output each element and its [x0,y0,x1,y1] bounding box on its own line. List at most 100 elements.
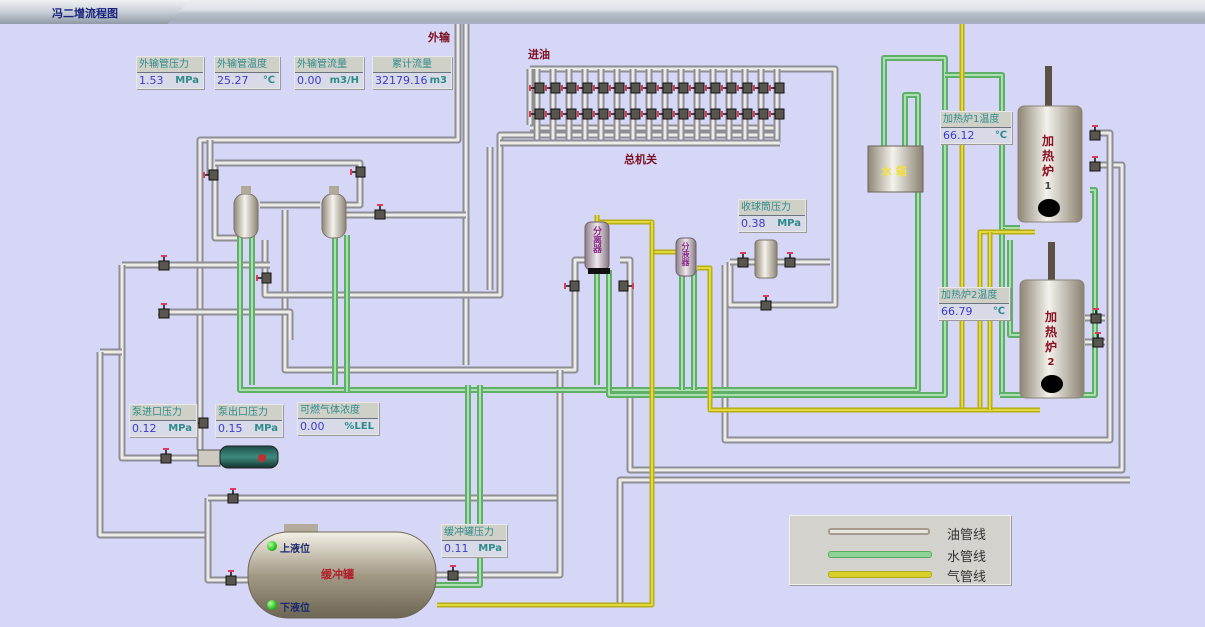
valve [1092,332,1104,348]
valve [350,166,366,178]
heater1-body [1017,105,1083,223]
valve-body [550,82,561,94]
valve-body [710,108,721,120]
valve-handle [377,204,383,206]
valve [593,108,609,120]
valve-body [566,108,577,120]
heater1-temp-value: 66.12℃ [941,128,1011,143]
valve-handle [350,169,352,175]
valve-body [774,82,785,94]
valve [609,82,625,94]
valve-handle [450,565,456,567]
gas-pipes [437,24,1040,608]
valve [753,82,769,94]
valve-handle [641,85,643,91]
valve-body [678,82,689,94]
valves [158,82,1104,586]
valve [529,108,545,120]
oil-pipe-core [98,352,208,537]
valve-body [598,108,609,120]
valve [689,108,705,120]
valve-body [598,82,609,94]
collector-pressure-label: 收球筒压力 [739,200,805,216]
valve-handle [161,303,167,305]
valve-body [447,570,459,581]
valve [561,108,577,120]
valve-body [630,108,641,120]
valve-body [208,169,219,181]
valve-body [710,82,721,94]
oil-pipe-core [206,498,250,582]
water-pipe-core [1009,240,1020,336]
valve-handle [657,111,659,117]
valve [737,108,753,120]
valve-handle [787,252,793,254]
valve [721,82,737,94]
valve-body [694,82,705,94]
buffer-tank [247,531,437,619]
oil-pipe-core [530,67,837,307]
valve [769,82,785,94]
valve-handle [529,111,531,117]
oil-pipe-core [283,210,590,372]
heater1-temp-label: 加热炉1温度 [941,112,1011,128]
valve [625,108,641,120]
valve-body [646,82,657,94]
legend-water: 水管线 [790,544,1010,565]
valve-handle [203,172,205,178]
water-tank-label: 水 箱 [881,165,907,178]
legend-water-label: 水管线 [947,550,987,565]
valve-body [758,108,769,120]
valve-body [582,82,593,94]
valve-handle [632,283,634,289]
water-pipe-core [608,145,946,396]
valve [618,280,634,292]
upper-level-label: 上液位 [280,544,310,555]
valve-body [582,108,593,120]
valve [609,108,625,120]
valve-body [678,108,689,120]
valve-body [534,82,545,94]
valve-body [726,108,737,120]
water-pipe-core [945,74,1020,229]
export-temp-box: 外输管温度 25.27℃ [214,56,280,89]
valve-handle [1092,125,1098,127]
legend-gas-swatch [828,571,932,578]
valve [225,570,237,586]
filter-vessel-cap [241,186,251,194]
filter-vessel-2 [321,193,347,239]
valve [657,82,673,94]
valve-handle [256,275,258,281]
valve [577,82,593,94]
water-pipe [881,55,948,155]
liquid-separator-vessel [675,237,697,277]
valve-body [566,82,577,94]
title-bar: 冯二增流程图 [0,0,1205,24]
heater2-body [1019,279,1085,399]
valve-handle [228,570,234,572]
oil-pipe [208,494,564,520]
oil-pipes [96,24,1130,605]
valve-handle [753,85,755,91]
valve-body [1092,337,1104,348]
lower-level-label: 下液位 [280,603,310,614]
valve-handle [593,85,595,91]
valve-body [158,308,170,319]
valve-handle [769,85,771,91]
valve-body [694,108,705,120]
buffer-pressure-label: 缓冲罐压力 [442,525,506,541]
heater2-burner [1041,375,1063,393]
valve-body [158,260,170,271]
valve [673,108,689,120]
valve-body [742,108,753,120]
valve-body [374,209,386,220]
